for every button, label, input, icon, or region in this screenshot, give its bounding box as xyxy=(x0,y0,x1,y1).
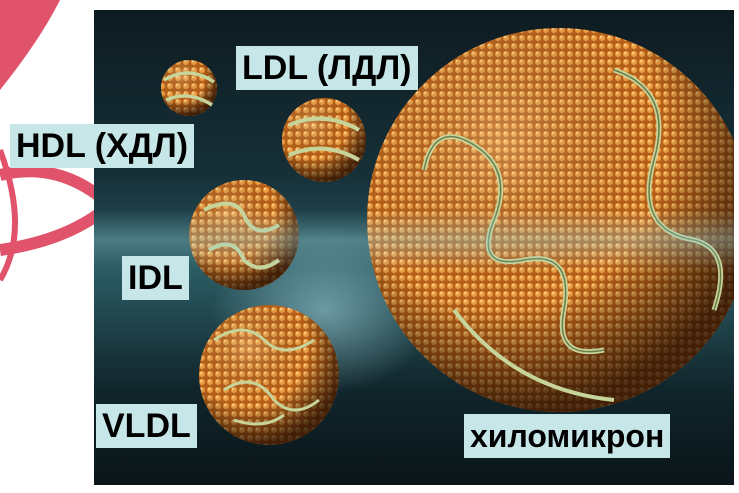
ldl-particle xyxy=(282,98,366,182)
chylomicron-particle xyxy=(367,28,734,412)
ldl-label: LDL (ЛДЛ) xyxy=(236,46,418,90)
idl-particle xyxy=(189,180,299,290)
vldl-particle xyxy=(199,305,339,445)
chylomicron-label: хиломикрон xyxy=(464,414,670,458)
hdl-particle xyxy=(161,60,217,116)
vldl-label: VLDL xyxy=(96,404,197,448)
idl-label: IDL xyxy=(122,256,189,300)
hdl-label: HDL (ХДЛ) xyxy=(10,124,194,168)
